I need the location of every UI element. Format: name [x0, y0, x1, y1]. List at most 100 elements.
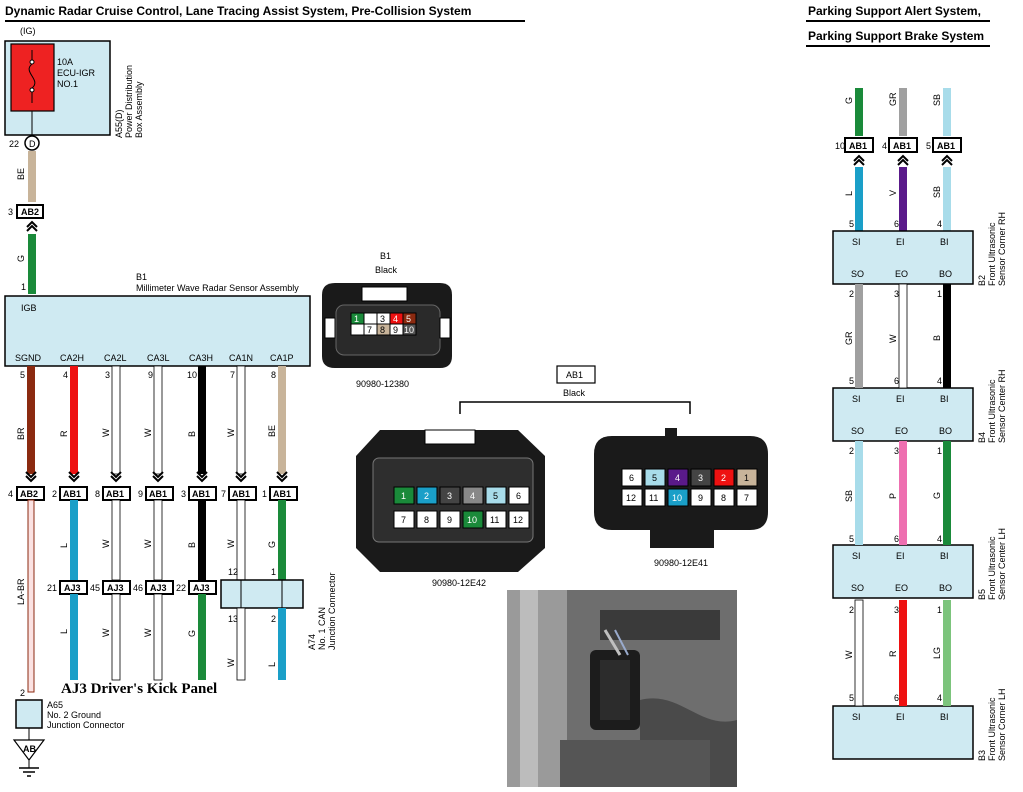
- b1-cell-1: 1: [354, 314, 359, 324]
- can-junction-connector: [220, 579, 304, 609]
- wire-lg-bot: [943, 600, 951, 706]
- ground-jc-id: A65: [47, 700, 63, 710]
- ab2-label: AB2: [20, 489, 38, 499]
- term-sgnd: SGND: [15, 353, 42, 363]
- ab1-right-cell: 8: [721, 493, 726, 503]
- pin-7-ca1n: 7: [230, 370, 235, 380]
- ab1-right-cell: 9: [698, 493, 703, 503]
- ab1-right-cell: 1: [744, 473, 749, 483]
- radar-sensor-box: [4, 295, 311, 367]
- pin-3-ca2l: 3: [105, 370, 110, 380]
- pin-1-b4: 1: [937, 446, 942, 456]
- aj3-label-1: AJ3: [64, 583, 81, 593]
- sensor-term-bo: BO: [939, 269, 952, 279]
- pin-6-b4: 6: [894, 376, 899, 386]
- wire-label-br: BR: [16, 427, 26, 440]
- wire-label-w-9: W: [226, 658, 236, 667]
- sensor-term-ei: EI: [896, 237, 905, 247]
- pin-1-can: 1: [271, 567, 276, 577]
- wire-w-5: [153, 499, 163, 581]
- b1-cell-7: 7: [367, 325, 372, 335]
- wire-label-w-1: W: [101, 428, 111, 437]
- ig-label: (IG): [20, 26, 36, 36]
- pin-9-ca3l: 9: [148, 370, 153, 380]
- term-ca3h: CA3H: [189, 353, 213, 363]
- wire-label-g-mid2: G: [932, 492, 942, 499]
- sensor-term-bi: BI: [940, 394, 949, 404]
- pin-6-b5: 6: [894, 534, 899, 544]
- radar-igb: IGB: [21, 303, 37, 313]
- pin-1-b5: 1: [937, 605, 942, 615]
- wire-b-mid: [943, 284, 951, 388]
- wire-b-2: [198, 500, 206, 580]
- wire-g-3: [198, 594, 206, 680]
- ab1-right-cell: 7: [744, 493, 749, 503]
- wire-l-3: [278, 608, 286, 680]
- wire-l-1: [70, 500, 78, 580]
- radar-name: Millimeter Wave Radar Sensor Assembly: [136, 283, 299, 293]
- sensor-term-bi: BI: [940, 237, 949, 247]
- wire-label-gr-top: GR: [888, 92, 898, 106]
- b1-connector-id: B1: [380, 251, 391, 261]
- b1-cell-3: 3: [380, 314, 385, 324]
- pin-2-ground: 2: [20, 688, 25, 698]
- wire-r-bot: [899, 600, 907, 706]
- wire-label-l-1: L: [59, 543, 69, 548]
- wire-label-w-8: W: [143, 628, 153, 637]
- ab2-label-top: AB2: [21, 207, 39, 217]
- pin-22-power: 22: [9, 139, 19, 149]
- ab1-label-rt1: AB1: [849, 141, 867, 151]
- wire-g-top: [855, 88, 863, 136]
- wire-label-be-2: BE: [267, 425, 277, 437]
- b1-cell-10: 10: [404, 325, 414, 335]
- ab1-left-cell: 10: [467, 515, 477, 525]
- ab1-right-cell: 10: [672, 493, 682, 503]
- sensor-name-1: Front Ultrasonic: [987, 697, 997, 761]
- pin-3-b5: 3: [894, 605, 899, 615]
- wire-r: [70, 366, 78, 474]
- wire-w-6: [236, 499, 246, 581]
- pin-4-b5: 4: [937, 534, 942, 544]
- pin-5-b2: 5: [849, 219, 854, 229]
- sensor-id: B2: [977, 275, 987, 286]
- connector-ab1-rt2: [888, 137, 918, 153]
- pin-5-ab1-right: 5: [926, 141, 931, 151]
- wire-b: [198, 366, 206, 474]
- sensor-name-2: Sensor Corner RH: [997, 212, 1007, 286]
- wire-be: [28, 151, 36, 202]
- wire-gr-top: [899, 88, 907, 136]
- pin-8-ab1: 8: [95, 489, 100, 499]
- sensor-term-bo: BO: [939, 426, 952, 436]
- wire-label-la-br: LA-BR: [16, 578, 26, 605]
- fuse-rating: 10A: [57, 57, 73, 67]
- sensor-term-si: SI: [852, 712, 861, 722]
- terminal-d: D: [29, 139, 36, 149]
- ab1-right-cell: 6: [629, 473, 634, 483]
- pin-3-b4: 3: [894, 446, 899, 456]
- wire-l-2: [70, 594, 78, 680]
- sensor-term-eo: EO: [895, 426, 908, 436]
- wire-sb-mid2: [855, 441, 863, 545]
- pin-13-can: 13: [228, 614, 238, 624]
- wire-label-sb-right: SB: [932, 186, 942, 198]
- wire-label-w-3: W: [226, 428, 236, 437]
- pin-6-b2: 6: [894, 219, 899, 229]
- wire-w-ca2l: [111, 365, 121, 475]
- sensor-term-bi: BI: [940, 712, 949, 722]
- wire-label-p-mid2: P: [888, 493, 898, 499]
- b1-cell-9: 9: [393, 325, 398, 335]
- power-box-id: A55(D): [114, 109, 124, 138]
- pin-2-can: 2: [271, 614, 276, 624]
- sensor-term-si: SI: [852, 237, 861, 247]
- wire-g-2: [278, 500, 286, 580]
- pin-2-b4: 2: [849, 446, 854, 456]
- ab1-right-cell: 5: [652, 473, 657, 483]
- b1-cell-4: 4: [393, 314, 398, 324]
- term-ca1n: CA1N: [229, 353, 253, 363]
- wire-sb-right: [943, 167, 951, 231]
- wire-be-ca1p: [278, 366, 286, 474]
- pin-4-ab1-right: 4: [882, 141, 887, 151]
